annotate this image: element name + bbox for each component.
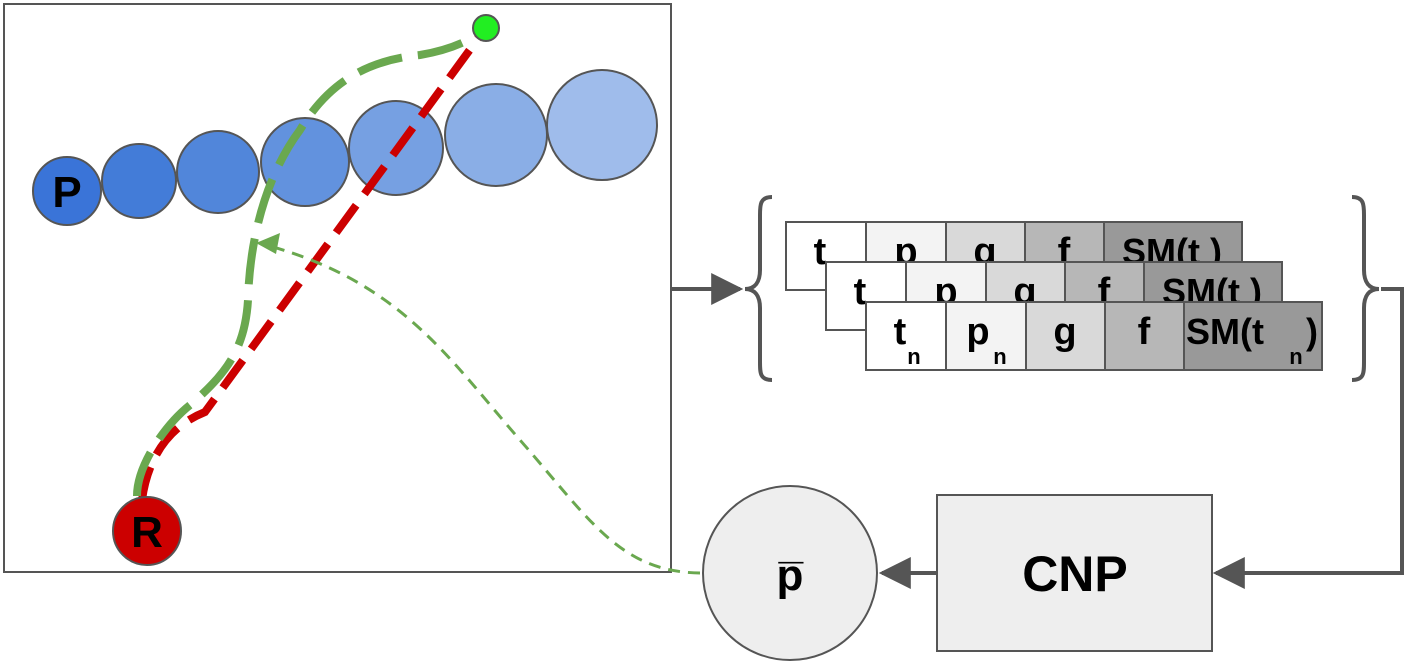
- person-label: P: [52, 168, 81, 217]
- person-trajectory: P: [32, 69, 658, 226]
- cell-p-subscript: n: [993, 344, 1006, 369]
- prediction-feedback-path: [261, 242, 701, 575]
- cell-sm-subscript: n: [1289, 344, 1302, 369]
- cell-p-label: p: [966, 311, 989, 353]
- prediction-output-node: [702, 485, 878, 661]
- cell-t-label: t: [854, 271, 867, 313]
- prediction-feedback-arrowhead: [256, 233, 280, 254]
- cell-sm-label: SM(t: [1186, 311, 1264, 352]
- arrow-features-to-cnp: [1212, 287, 1404, 589]
- cell-g-label: g: [1053, 311, 1076, 353]
- cell-t-label: t: [814, 231, 827, 273]
- left-brace: [744, 195, 773, 382]
- person-start: [32, 156, 102, 226]
- cell-p: [945, 301, 1027, 371]
- person-position-3: [176, 130, 260, 214]
- cnp-box: [936, 494, 1213, 652]
- cell-g: [1025, 301, 1106, 371]
- cnp-label: CNP: [1022, 546, 1128, 602]
- person-position-7: [546, 69, 658, 181]
- robot-path: [138, 26, 489, 501]
- robot-start: [112, 496, 182, 566]
- person-position-2: [101, 143, 177, 219]
- prediction-output-label: p̅: [777, 551, 805, 600]
- cell-t-subscript: n: [907, 344, 920, 369]
- person-position-6: [444, 83, 548, 187]
- cell-t: [865, 301, 947, 371]
- cell-sm-close: ): [1306, 311, 1318, 352]
- cell-f: [1104, 301, 1185, 371]
- goal-marker: [472, 14, 500, 42]
- predicted-path: [133, 25, 488, 497]
- right-brace: [1351, 195, 1380, 382]
- cell-sm: [1183, 301, 1323, 371]
- robot-label: R: [131, 508, 163, 557]
- person-position-4: [260, 117, 350, 207]
- cell-f-label: f: [1138, 311, 1151, 353]
- cell-t-label: t: [894, 311, 907, 353]
- feature-row-3: t n p n g f SM(t n ): [865, 301, 1323, 371]
